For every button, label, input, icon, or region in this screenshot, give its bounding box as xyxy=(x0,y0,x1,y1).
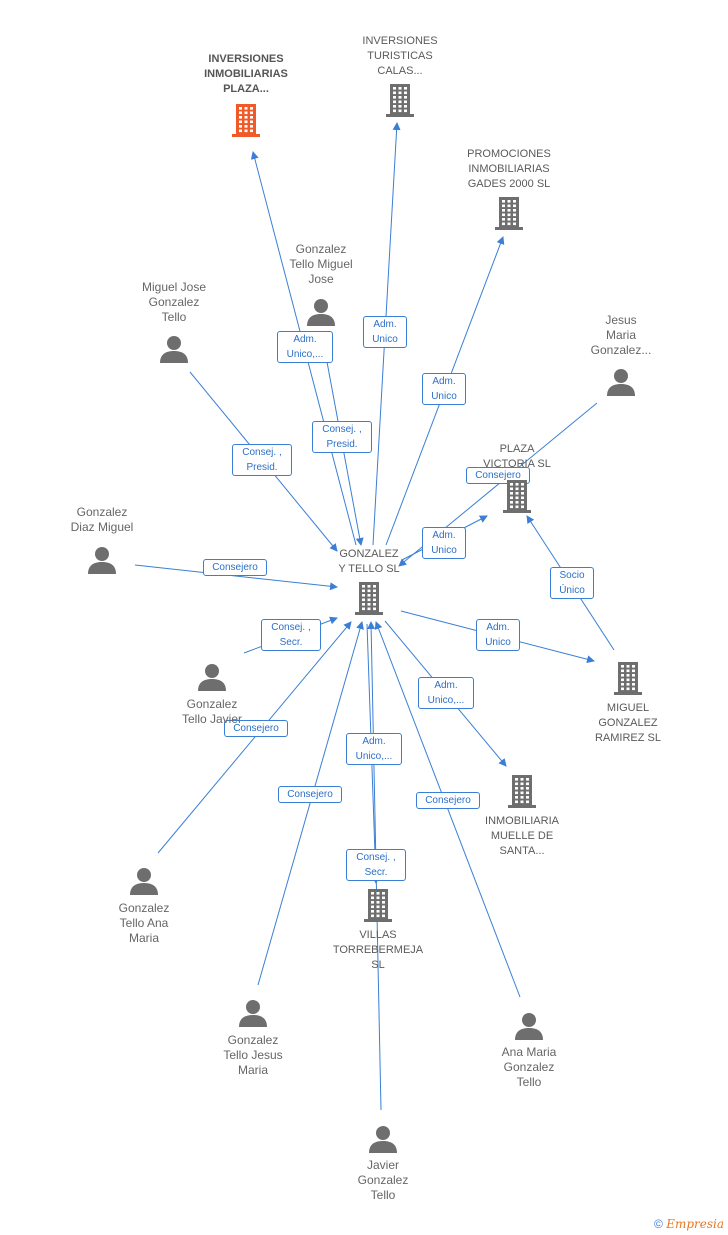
building-icon[interactable] xyxy=(613,661,643,700)
edge-label[interactable]: Consej. , Presid. xyxy=(232,444,292,476)
edge-label[interactable]: Consej. , Secr. xyxy=(346,849,406,881)
edge-label[interactable]: Adm. Unico,... xyxy=(277,331,333,363)
footer-brand[interactable]: © Empresia xyxy=(654,1217,724,1231)
building-glyph xyxy=(503,480,531,513)
edge-label[interactable]: Consejero xyxy=(203,559,267,576)
node-label[interactable]: GONZALEZ Y TELLO SL xyxy=(338,548,400,575)
building-icon[interactable] xyxy=(502,479,532,518)
building-glyph xyxy=(355,582,383,615)
edge-label[interactable]: Socio Único xyxy=(550,567,594,599)
node-label[interactable]: Gonzalez Tello Ana Maria xyxy=(118,901,170,945)
person-glyph xyxy=(515,1013,543,1040)
person-glyph xyxy=(307,299,335,326)
building-glyph xyxy=(232,104,260,137)
building-icon[interactable] xyxy=(354,581,384,620)
edge-label[interactable]: Consejero xyxy=(278,786,342,803)
building-icon[interactable] xyxy=(385,83,415,122)
person-icon[interactable] xyxy=(129,866,159,901)
person-icon[interactable] xyxy=(306,297,336,332)
building-icon[interactable] xyxy=(231,103,261,142)
edge-label[interactable]: Adm. Unico xyxy=(422,527,466,559)
building-icon[interactable] xyxy=(507,774,537,813)
person-glyph xyxy=(607,369,635,396)
node-label[interactable]: Ana Maria Gonzalez Tello xyxy=(501,1045,557,1089)
edge-gt_ana-to-gonzalez_tello xyxy=(157,621,352,854)
node-label[interactable]: INMOBILIARIA MUELLE DE SANTA... xyxy=(485,815,559,857)
node-label[interactable]: Gonzalez Tello Jesus Maria xyxy=(223,1033,283,1077)
person-icon[interactable] xyxy=(514,1011,544,1046)
node-label[interactable]: INVERSIONES TURISTICAS CALAS... xyxy=(362,35,438,77)
building-glyph xyxy=(614,662,642,695)
edge-ana_maria-to-gonzalez_tello xyxy=(374,621,521,998)
building-glyph xyxy=(364,889,392,922)
node-label[interactable]: INVERSIONES INMOBILIARIAS PLAZA... xyxy=(204,53,288,95)
edge-label[interactable]: Adm. Unico xyxy=(363,316,407,348)
edge-gt_jesus-to-gonzalez_tello xyxy=(257,621,364,986)
person-icon[interactable] xyxy=(87,545,117,580)
edge-label[interactable]: Consejero xyxy=(466,467,530,484)
edge-label[interactable]: Consej. , Presid. xyxy=(312,421,372,453)
node-label[interactable]: MIGUEL GONZALEZ RAMIREZ SL xyxy=(594,702,661,744)
edge-label[interactable]: Adm. Unico xyxy=(476,619,520,651)
building-glyph xyxy=(495,197,523,230)
building-glyph xyxy=(508,775,536,808)
edge-label[interactable]: Consejero xyxy=(416,792,480,809)
person-glyph xyxy=(239,1000,267,1027)
person-glyph xyxy=(369,1126,397,1153)
person-glyph xyxy=(160,336,188,363)
person-glyph xyxy=(88,547,116,574)
person-glyph xyxy=(130,868,158,895)
edge-label[interactable]: Adm. Unico xyxy=(422,373,466,405)
person-icon[interactable] xyxy=(606,367,636,402)
edge-gd_miguel-to-gonzalez_tello xyxy=(134,564,338,591)
node-label[interactable]: Jesus Maria Gonzalez... xyxy=(590,313,652,357)
building-icon[interactable] xyxy=(363,888,393,927)
edge-label[interactable]: Consej. , Secr. xyxy=(261,619,321,651)
edge-label[interactable]: Adm. Unico,... xyxy=(346,733,402,765)
person-icon[interactable] xyxy=(159,334,189,369)
person-icon[interactable] xyxy=(368,1124,398,1159)
node-label[interactable]: Miguel Jose Gonzalez Tello xyxy=(141,280,207,324)
edge-label[interactable]: Adm. Unico,... xyxy=(418,677,474,709)
person-icon[interactable] xyxy=(197,662,227,697)
building-glyph xyxy=(386,84,414,117)
person-icon[interactable] xyxy=(238,998,268,1033)
copyright-symbol: © xyxy=(654,1217,663,1231)
node-label[interactable]: PLAZA VICTORIA SL xyxy=(483,443,551,470)
node-label[interactable]: Javier Gonzalez Tello xyxy=(357,1158,409,1202)
brand-logo-text: Empresia xyxy=(666,1217,724,1231)
node-label[interactable]: Gonzalez Diaz Miguel xyxy=(70,505,134,534)
node-label[interactable]: VILLAS TORREBERMEJA SL xyxy=(332,929,424,971)
node-label[interactable]: Gonzalez Tello Javier xyxy=(181,697,243,726)
node-label[interactable]: Gonzalez Tello Miguel Jose xyxy=(289,242,353,286)
building-icon[interactable] xyxy=(494,196,524,235)
edge-label[interactable]: Consejero xyxy=(224,720,288,737)
node-label[interactable]: PROMOCIONES INMOBILIARIAS GADES 2000 SL xyxy=(467,148,551,190)
person-glyph xyxy=(198,664,226,691)
